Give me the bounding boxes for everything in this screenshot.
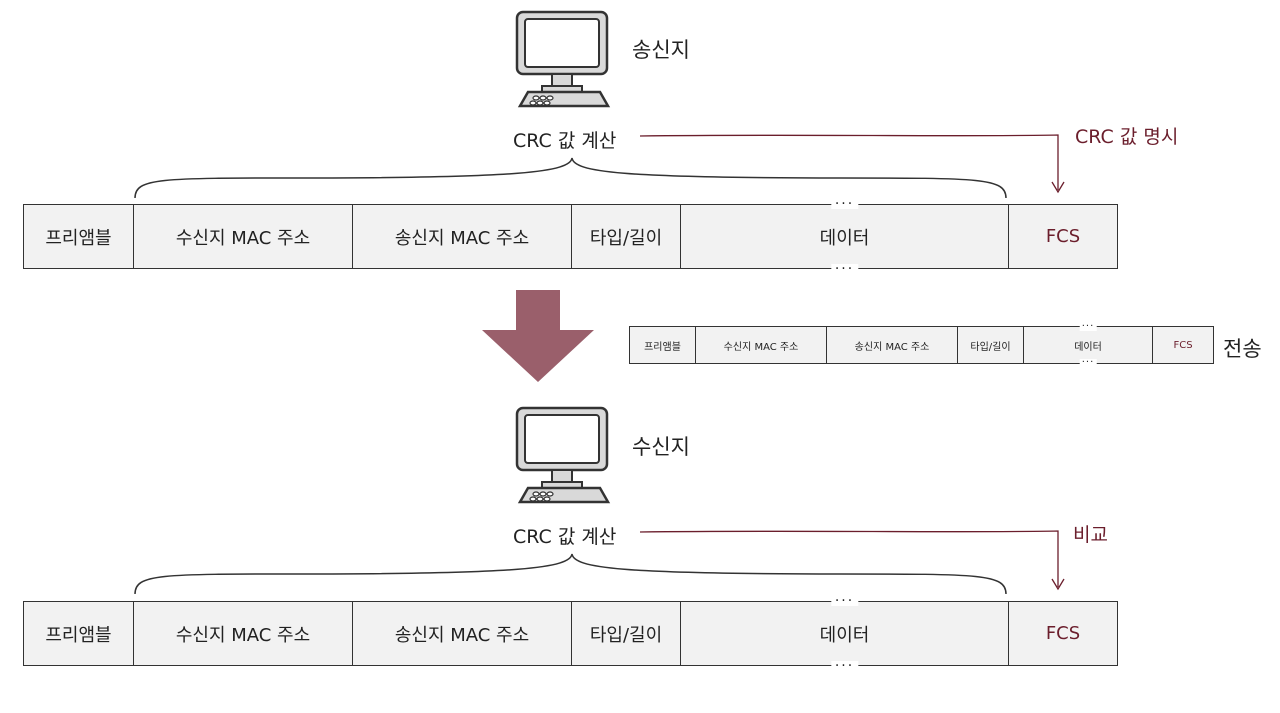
frame-data-dots-top: ··· (1079, 321, 1097, 332)
frame-fcs: FCS (1045, 623, 1081, 644)
frame-dest-mac: 수신지 MAC 주소 (134, 602, 353, 665)
frame-type-length: 타입/길이 (572, 602, 681, 665)
frame-data-dots-bottom: ··· (830, 659, 859, 673)
sender-label: 송신지 (632, 38, 690, 62)
frame-src-mac: 송신지 MAC 주소 (827, 327, 958, 363)
sender-crc-specify-label: CRC 값 명시 (1075, 126, 1179, 148)
frame-data-dots-top: ··· (830, 594, 859, 608)
frame-data-dots-top: ··· (830, 197, 859, 211)
frame-preamble: 프리앰블 (630, 327, 696, 363)
frame-data-label: 데이터 (1074, 341, 1102, 353)
receiver-compare-label: 비교 (1073, 524, 1108, 546)
frame-type-length: 타입/길이 (572, 205, 681, 268)
receiver-crc-calc-label: CRC 값 계산 (513, 526, 617, 548)
sender-ethernet-frame: 프리앰블 수신지 MAC 주소 송신지 MAC 주소 타입/길이 데이터 ···… (23, 197, 1118, 276)
frame-dest-mac: 수신지 MAC 주소 (134, 205, 353, 268)
frame-data-dots-bottom: ··· (830, 262, 859, 276)
frame-fcs: FCS (1045, 226, 1081, 247)
frame-preamble: 프리앰블 (24, 602, 134, 665)
frame-data: 데이터 ··· ··· (681, 594, 1009, 673)
frame-src-mac: 송신지 MAC 주소 (353, 602, 572, 665)
frame-data: 데이터 ··· ··· (1024, 322, 1153, 368)
frame-preamble: 프리앰블 (24, 205, 134, 268)
sender-crc-calc-label: CRC 값 계산 (513, 130, 617, 152)
sender-computer-icon (515, 10, 611, 108)
frame-type-length: 타입/길이 (958, 327, 1024, 363)
receiver-label: 수신지 (632, 435, 690, 459)
frame-data: 데이터 ··· ··· (681, 197, 1009, 276)
frame-src-mac: 송신지 MAC 주소 (353, 205, 572, 268)
transfer-down-arrow (482, 290, 594, 382)
frame-fcs: FCS (1173, 339, 1193, 351)
receiver-ethernet-frame: 프리앰블 수신지 MAC 주소 송신지 MAC 주소 타입/길이 데이터 ···… (23, 594, 1118, 673)
frame-data-dots-bottom: ··· (1079, 357, 1097, 368)
frame-data-label: 데이터 (819, 624, 870, 646)
frame-dest-mac: 수신지 MAC 주소 (696, 327, 827, 363)
transfer-label: 전송 (1223, 337, 1262, 361)
frame-data-label: 데이터 (819, 227, 870, 249)
transfer-ethernet-frame: 프리앰블 수신지 MAC 주소 송신지 MAC 주소 타입/길이 데이터 ···… (629, 322, 1214, 368)
receiver-computer-icon (515, 406, 611, 504)
